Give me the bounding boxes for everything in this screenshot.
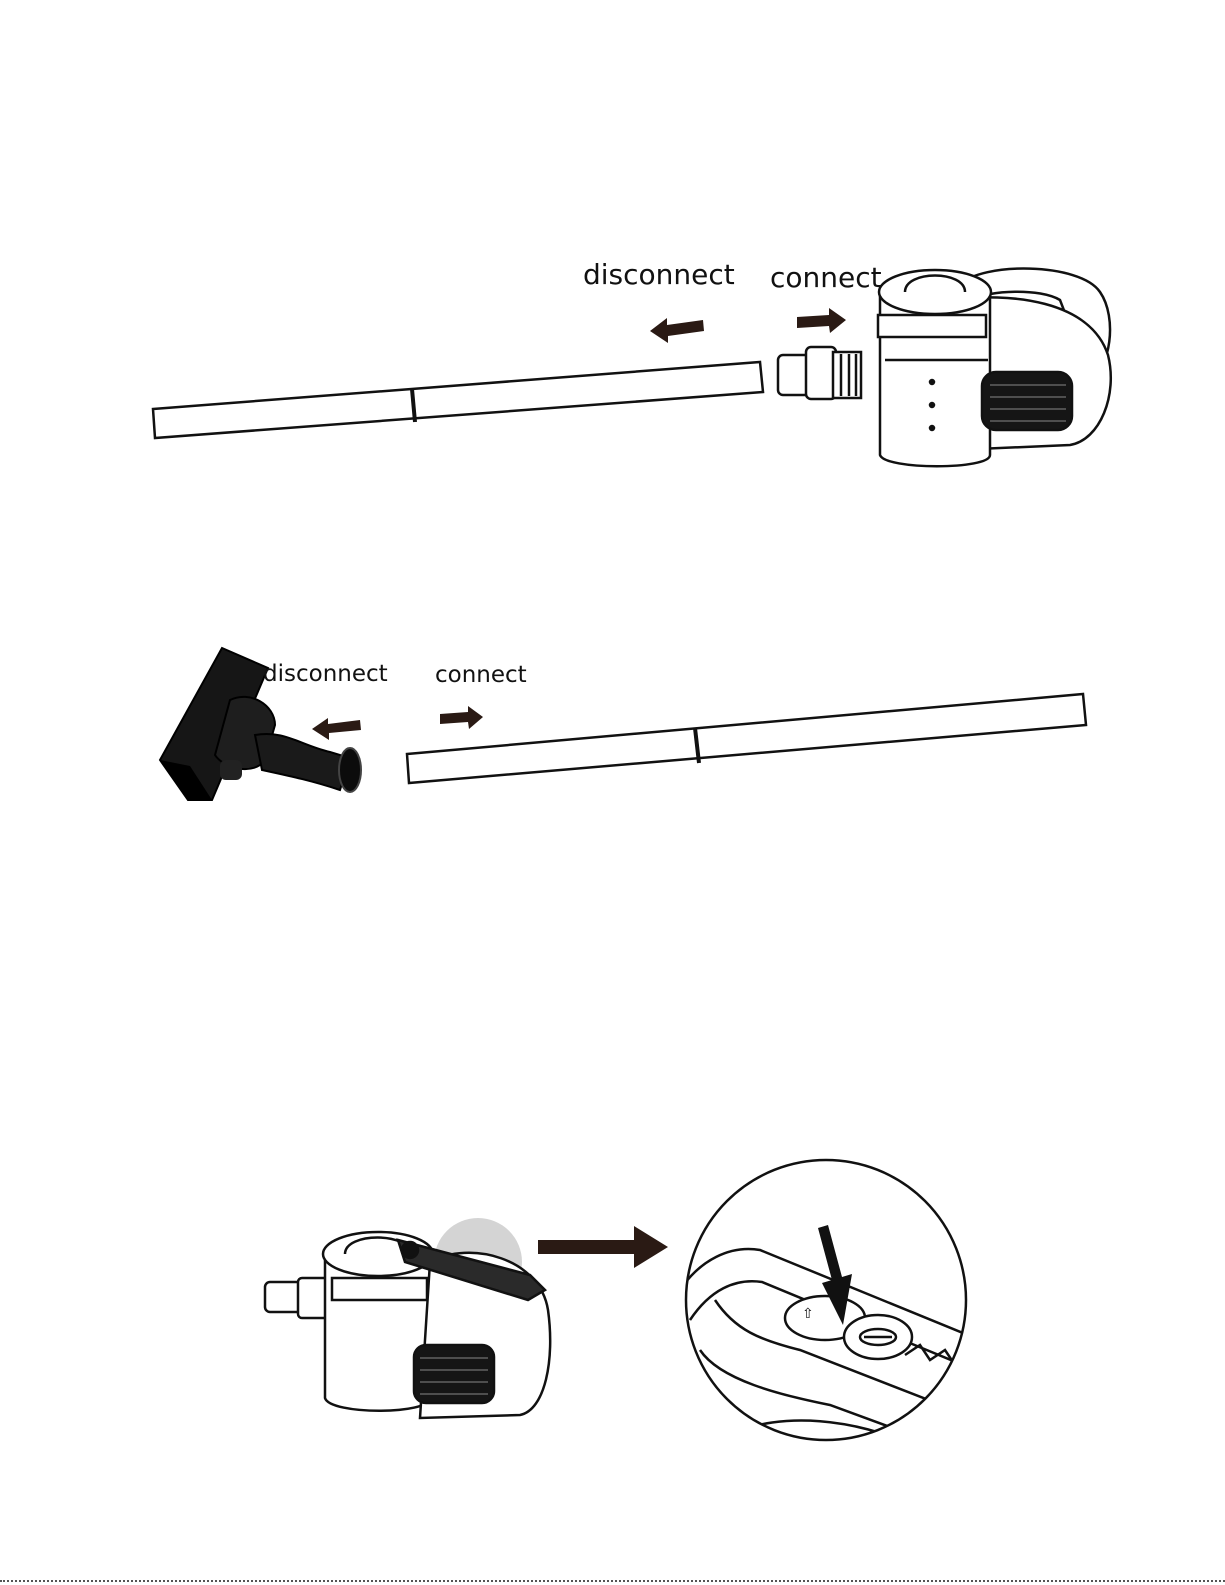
zoom-arrow-icon — [538, 1226, 668, 1268]
step1-connect-label: connect — [770, 261, 882, 294]
step2-left-arrow-icon — [312, 718, 361, 740]
step2-right-arrow-icon — [440, 706, 483, 729]
step3-vacuum-unit-icon — [265, 1218, 550, 1418]
page-footer-divider — [0, 1580, 1225, 1582]
step1-disconnect-label: disconnect — [583, 258, 735, 291]
svg-text:⇧: ⇧ — [802, 1306, 814, 1322]
step1-vacuum-unit-icon — [778, 269, 1111, 467]
step2-disconnect-label: disconnect — [263, 661, 388, 687]
zoom-detail-icon: ⇧ — [680, 1160, 980, 1460]
step1-tube — [153, 362, 763, 438]
step1-left-arrow-icon — [650, 318, 704, 343]
step1-right-arrow-icon — [797, 308, 846, 333]
step2-connect-label: connect — [435, 662, 527, 688]
step2-tube — [407, 694, 1086, 783]
